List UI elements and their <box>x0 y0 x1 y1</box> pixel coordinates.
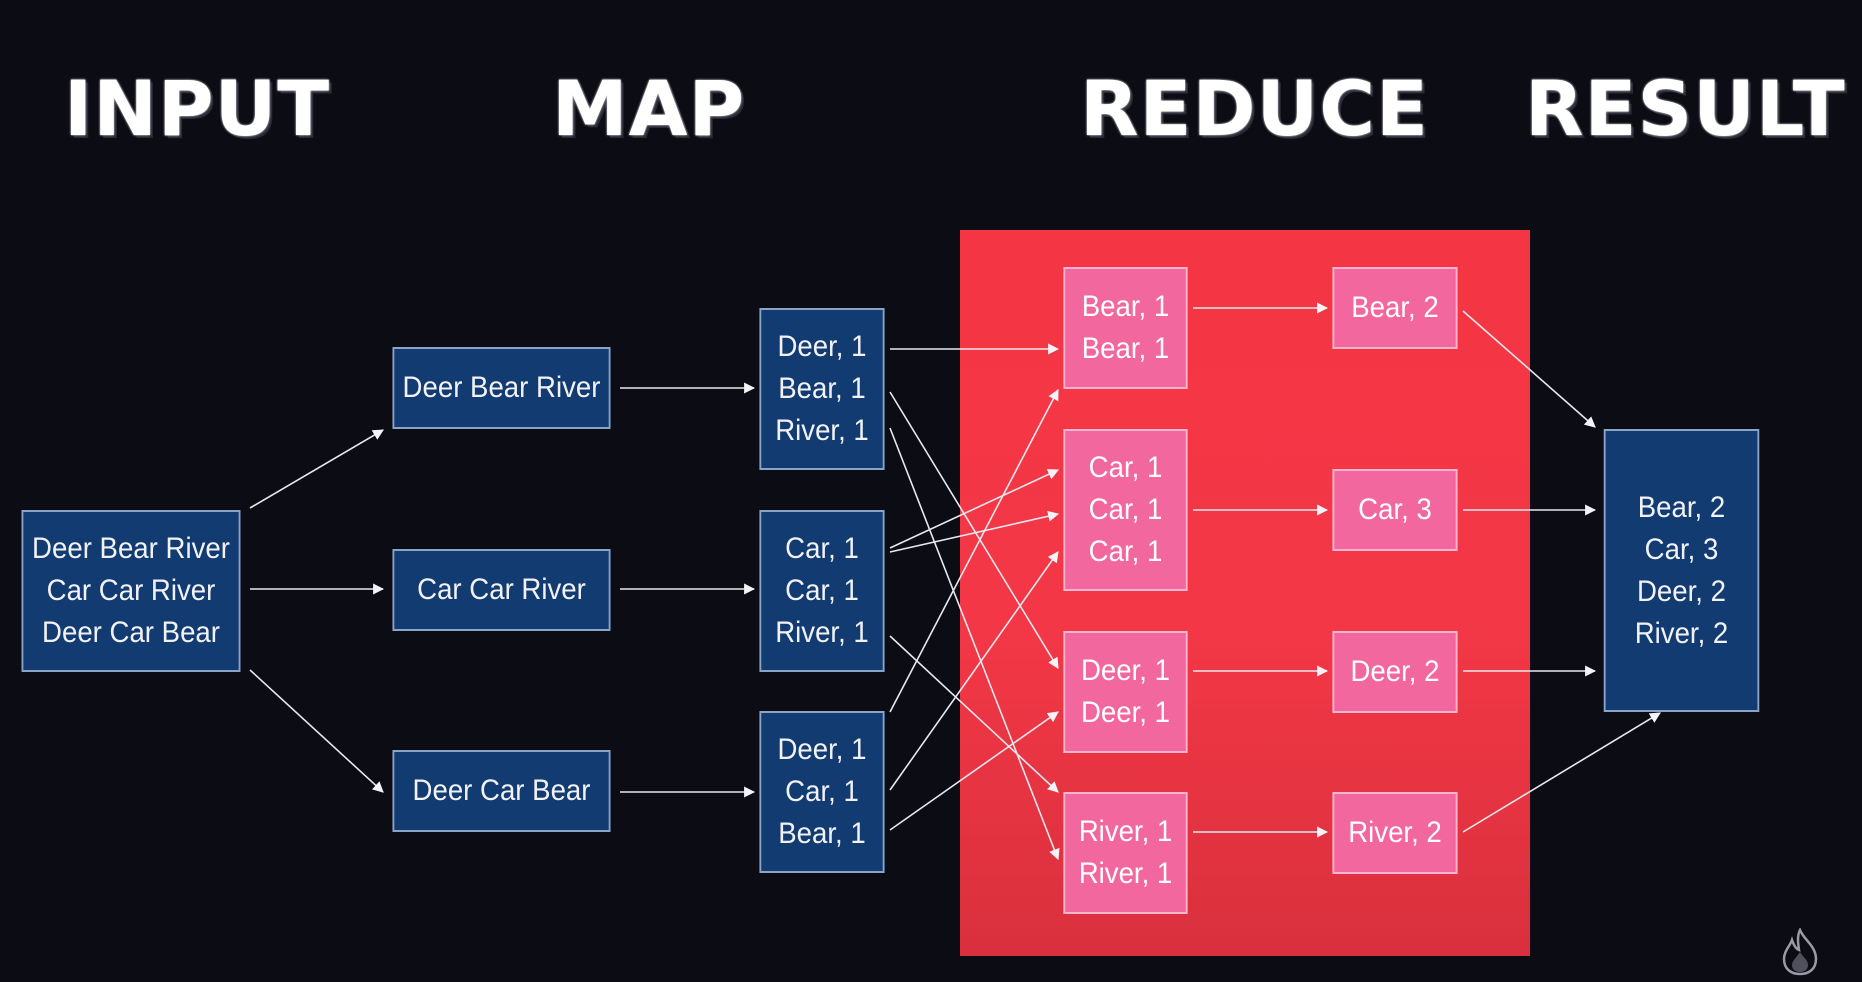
flame-logo-icon <box>1782 928 1818 976</box>
arrow-map2-river <box>889 635 1059 793</box>
split-node: Deer Car Bear <box>392 750 611 832</box>
shuffle-pair: Car, 1 <box>1088 451 1163 484</box>
result-node: Bear, 2 Car, 3 Deer, 2 River, 2 <box>1603 429 1760 712</box>
reduced-label: Deer, 2 <box>1350 655 1440 688</box>
shuffle-pair: Deer, 1 <box>1080 654 1170 687</box>
shuffle-pair: Car, 1 <box>1088 535 1163 568</box>
reduced-node: Bear, 2 <box>1332 267 1458 349</box>
map-pair: Car, 1 <box>785 532 859 565</box>
shuffle-pair: Car, 1 <box>1088 493 1163 526</box>
arrow-map1-bear <box>889 391 1059 669</box>
heading-reduce: REDUCE <box>1080 64 1429 153</box>
arrow-result-bear <box>1462 310 1596 428</box>
split-label: Car Car River <box>417 573 586 606</box>
map-output-node: Car, 1 Car, 1 River, 1 <box>759 510 885 672</box>
map-output-node: Deer, 1 Bear, 1 River, 1 <box>759 308 885 470</box>
reduced-node: Car, 3 <box>1332 469 1458 551</box>
input-node: Deer Bear River Car Car River Deer Car B… <box>21 510 241 672</box>
arrow-input-split-1 <box>249 429 384 509</box>
map-pair: River, 1 <box>775 616 869 649</box>
map-pair: Bear, 1 <box>778 817 866 850</box>
split-node: Deer Bear River <box>392 347 611 429</box>
map-pair: River, 1 <box>775 414 869 447</box>
arrow-map2-car-b <box>889 510 1060 553</box>
heading-input: INPUT <box>64 64 331 153</box>
shuffle-pair: Bear, 1 <box>1081 290 1170 323</box>
shuffle-pair: Bear, 1 <box>1081 332 1170 365</box>
split-label: Deer Car Bear <box>412 774 591 807</box>
reduced-label: River, 2 <box>1348 816 1442 849</box>
arrow-input-split-3 <box>249 669 384 793</box>
arrow-map3-deer <box>889 389 1059 713</box>
input-line: Deer Bear River <box>32 532 230 565</box>
reduced-node: River, 2 <box>1332 792 1458 874</box>
shuffle-group-node: Deer, 1 Deer, 1 <box>1063 631 1188 753</box>
shuffle-pair: Deer, 1 <box>1080 696 1170 729</box>
arrow-result-river <box>1462 712 1661 833</box>
map-pair: Deer, 1 <box>777 330 867 363</box>
map-pair: Car, 1 <box>785 574 859 607</box>
shuffle-pair: River, 1 <box>1078 857 1173 890</box>
arrow-map2-car-a <box>889 469 1059 549</box>
split-label: Deer Bear River <box>402 371 601 404</box>
split-node: Car Car River <box>392 549 611 631</box>
shuffle-pair: River, 1 <box>1078 815 1173 848</box>
map-pair: Car, 1 <box>785 775 859 808</box>
shuffle-group-node: River, 1 River, 1 <box>1063 792 1188 914</box>
arrow-map1-river <box>889 427 1060 861</box>
heading-result: RESULT <box>1525 64 1846 153</box>
heading-map: MAP <box>552 64 746 153</box>
input-line: Deer Car Bear <box>42 616 220 649</box>
input-line: Car Car River <box>46 574 216 607</box>
result-line: Bear, 2 <box>1637 490 1726 524</box>
map-pair: Deer, 1 <box>777 733 867 766</box>
reduced-node: Deer, 2 <box>1332 631 1458 713</box>
result-line: Deer, 2 <box>1636 574 1726 608</box>
result-line: River, 2 <box>1634 616 1729 650</box>
result-line: Car, 3 <box>1644 532 1719 566</box>
map-output-node: Deer, 1 Car, 1 Bear, 1 <box>759 711 885 873</box>
shuffle-group-node: Bear, 1 Bear, 1 <box>1063 267 1188 389</box>
reduced-label: Bear, 2 <box>1351 291 1439 324</box>
shuffle-group-node: Car, 1 Car, 1 Car, 1 <box>1063 429 1188 591</box>
reduced-label: Car, 3 <box>1358 493 1432 526</box>
map-pair: Bear, 1 <box>778 372 866 405</box>
arrow-map3-bear <box>889 711 1059 831</box>
arrow-map3-car <box>889 551 1059 791</box>
